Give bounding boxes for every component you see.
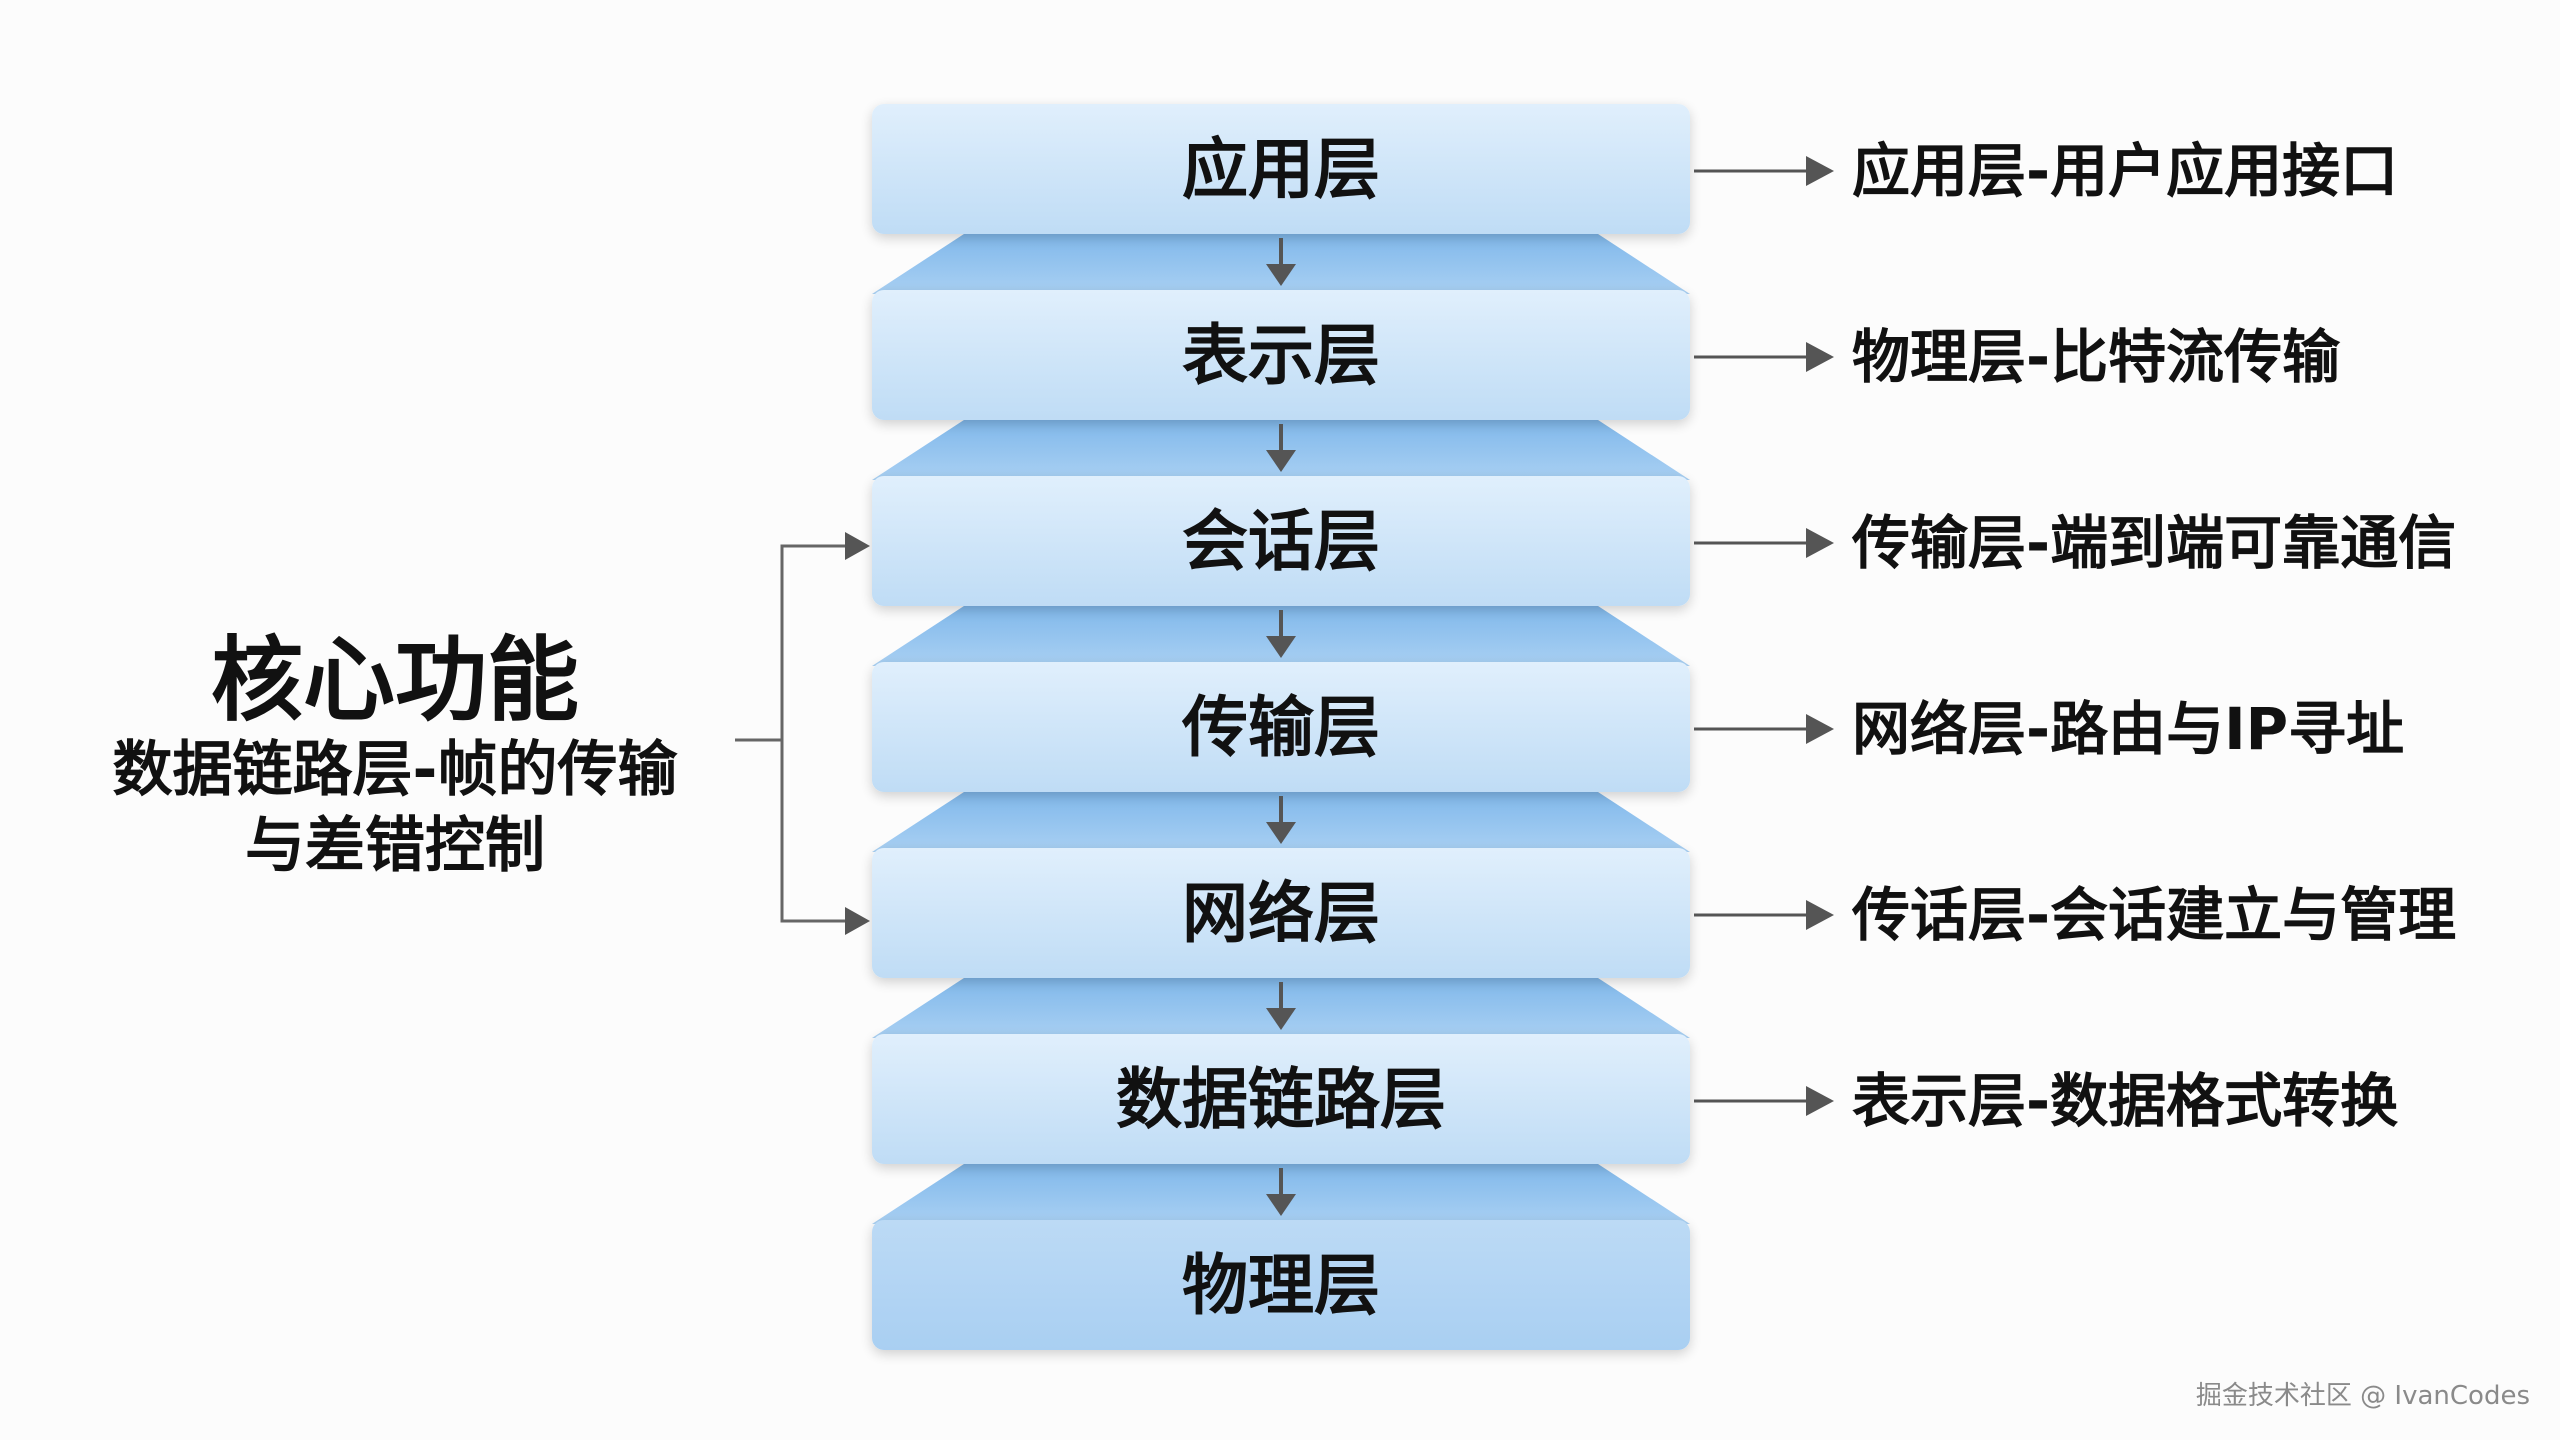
watermark: 掘金技术社区 @ IvanCodes xyxy=(2196,1381,2530,1411)
layer-box: 数据链路层 xyxy=(872,1034,1690,1164)
layer-box: 会话层 xyxy=(872,476,1690,606)
layer-label: 传输层 xyxy=(1181,689,1380,766)
layer-label: 数据链路层 xyxy=(1116,1061,1446,1138)
layer-label: 表示层 xyxy=(1182,317,1380,394)
arrow-down-icon xyxy=(1266,450,1296,472)
layer-box-rect xyxy=(872,1034,1690,1164)
layer-box-rect xyxy=(872,1220,1690,1350)
core-title: 核心功能 xyxy=(211,627,579,734)
bracket-arrow-up xyxy=(845,532,870,560)
layer-box-rect xyxy=(872,104,1690,234)
description-label: 网络层-路由与IP寻址 xyxy=(1852,695,2404,763)
layer-box-rect xyxy=(872,290,1690,420)
description-label: 传输层-端到端可靠通信 xyxy=(1851,509,2456,577)
arrow-right-icon xyxy=(1806,1086,1834,1116)
arrow-right-icon xyxy=(1806,528,1834,558)
layer-flow-arrows xyxy=(1266,238,1296,1216)
core-function-block: 核心功能 数据链路层-帧的传输 与差错控制 xyxy=(113,532,870,935)
layer-box: 表示层 xyxy=(872,290,1690,420)
description-label: 表示层-数据格式转换 xyxy=(1852,1067,2398,1135)
arrow-down-icon xyxy=(1266,264,1296,286)
layer-box: 应用层 xyxy=(872,104,1690,234)
layer-box: 传输层 xyxy=(872,662,1690,792)
core-line-2: 与差错控制 xyxy=(245,811,545,881)
arrow-down-icon xyxy=(1266,822,1296,844)
layer-label: 物理层 xyxy=(1182,1247,1380,1324)
arrow-down-icon xyxy=(1266,1008,1296,1030)
arrow-right-icon xyxy=(1806,714,1834,744)
layer-box: 网络层 xyxy=(872,848,1690,978)
layer-box-rect xyxy=(872,662,1690,792)
arrow-right-icon xyxy=(1806,900,1834,930)
core-line-1: 数据链路层-帧的传输 xyxy=(113,735,679,805)
bracket-arrow-down xyxy=(845,907,870,935)
layer-box-rect xyxy=(872,848,1690,978)
layer-label: 会话层 xyxy=(1182,503,1380,580)
arrow-right-icon xyxy=(1806,156,1834,186)
layer-label: 网络层 xyxy=(1182,875,1380,952)
description-label: 物理层-比特流传输 xyxy=(1852,323,2341,391)
arrow-down-icon xyxy=(1266,1194,1296,1216)
core-bracket xyxy=(735,532,870,935)
arrow-down-icon xyxy=(1266,636,1296,658)
layer-box-rect xyxy=(872,476,1690,606)
description-arrows xyxy=(1694,156,1834,1116)
layer-box: 物理层 xyxy=(872,1220,1690,1350)
layer-label: 应用层 xyxy=(1182,131,1380,208)
arrow-right-icon xyxy=(1806,342,1834,372)
description-label: 应用层-用户应用接口 xyxy=(1852,137,2398,205)
description-list: 应用层-用户应用接口物理层-比特流传输传输层-端到端可靠通信网络层-路由与IP寻… xyxy=(1851,137,2456,1135)
description-label: 传话层-会话建立与管理 xyxy=(1851,881,2456,949)
